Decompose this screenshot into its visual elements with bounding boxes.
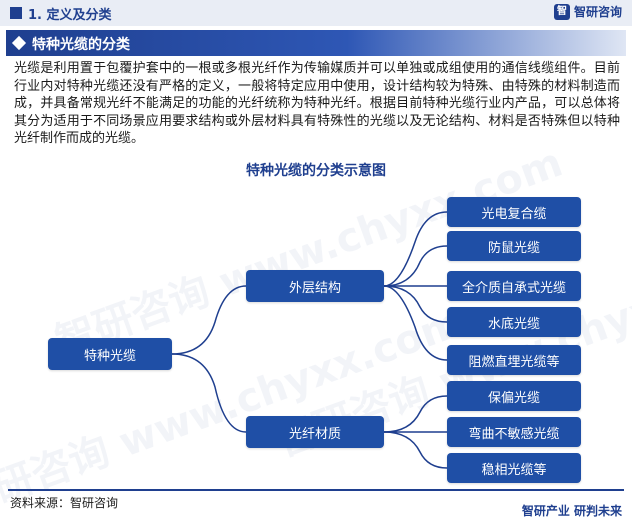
brand-logo-icon: 智 <box>553 3 570 20</box>
title-band: 特种光缆的分类 <box>6 30 626 56</box>
footer-divider <box>8 489 624 491</box>
connector-b2-c3 <box>383 431 448 469</box>
diagram-title: 特种光缆的分类示意图 <box>246 163 386 179</box>
connector-root-branch-1 <box>171 285 247 355</box>
connector-b1-c2 <box>383 245 448 287</box>
section-marker <box>10 7 22 19</box>
connector-b1-c1 <box>383 211 448 287</box>
node-leaf: 防鼠光缆 <box>447 231 581 261</box>
top-bar: 1. 定义及分类 智 智研咨询 <box>0 0 632 26</box>
node-leaf: 保偏光缆 <box>447 381 581 411</box>
node-leaf: 阻燃直埋光缆等 <box>447 345 581 375</box>
brand-slogan: 智研产业 研判未来 <box>521 504 622 518</box>
diamond-icon <box>11 35 27 51</box>
node-leaf: 稳相光缆等 <box>447 453 581 483</box>
node-root: 特种光缆 <box>48 338 172 370</box>
connector-b2-c1 <box>383 395 448 433</box>
connector-lines <box>171 211 448 469</box>
brand: 智 智研咨询 <box>553 3 622 20</box>
source-note: 资料来源：智研咨询 <box>10 496 119 510</box>
connector-b1-c4 <box>383 285 448 323</box>
node-leaf: 全介质自承式光缆 <box>447 271 581 301</box>
page-title: 特种光缆的分类 <box>32 37 130 53</box>
node-leaf: 光电复合缆 <box>447 197 581 227</box>
brand-name: 智研咨询 <box>573 5 622 19</box>
classification-diagram: 特种光缆 外层结构 光纤材质 光电复合缆 防鼠光缆 全介质自承式光缆 水底光缆 … <box>0 182 632 492</box>
section-title: 1. 定义及分类 <box>28 8 112 23</box>
node-branch-outer-structure: 外层结构 <box>246 270 384 302</box>
node-leaf: 水底光缆 <box>447 307 581 337</box>
node-branch-fiber-material: 光纤材质 <box>246 416 384 448</box>
connector-b1-c5 <box>383 285 448 361</box>
intro-paragraph: 光缆是利用置于包覆护套中的一根或多根光纤作为传输媒质并可以单独或成组使用的通信线… <box>14 61 620 146</box>
node-leaf: 弯曲不敏感光缆 <box>447 417 581 447</box>
connector-root-branch-2 <box>171 353 247 433</box>
